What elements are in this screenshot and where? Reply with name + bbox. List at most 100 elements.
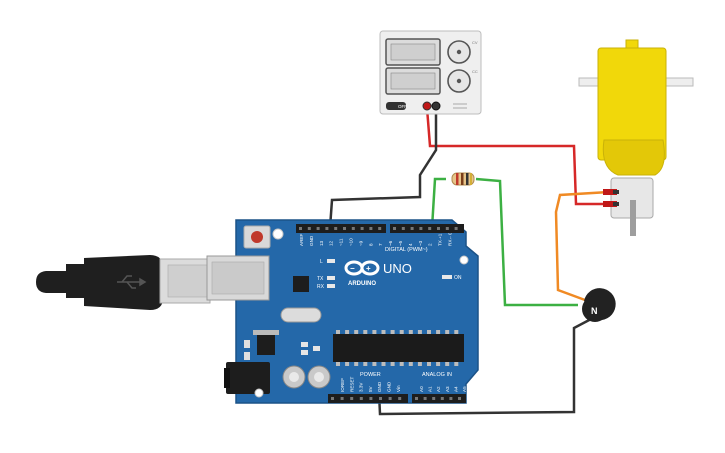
header-pin[interactable] (419, 227, 423, 230)
mcu-pin (399, 330, 404, 334)
power-supply[interactable]: CV CC OFF (379, 30, 482, 115)
resistor[interactable] (451, 172, 475, 186)
header-pin[interactable] (428, 227, 432, 230)
header-pin[interactable] (401, 227, 405, 230)
board-dc-jack (226, 362, 270, 394)
mcu-pin (399, 362, 404, 366)
header-pin[interactable] (325, 227, 329, 230)
header-pin[interactable] (445, 227, 449, 230)
header-pin[interactable] (415, 397, 418, 400)
wire-orange-motor-to-collector[interactable] (554, 190, 610, 302)
header-pin[interactable] (458, 397, 461, 400)
psu-positive-terminal[interactable] (422, 101, 432, 111)
header-pin[interactable] (410, 227, 414, 230)
pin-label: 2 (428, 243, 433, 246)
usb-chip (293, 276, 309, 292)
led-l (327, 259, 335, 263)
header-pin[interactable] (351, 227, 355, 230)
analog-header-label: ANALOG IN (422, 372, 452, 378)
header-pin[interactable] (299, 227, 302, 230)
crystal (280, 307, 322, 323)
power-header-label: POWER (360, 372, 381, 378)
voltage-regulator (257, 333, 275, 355)
mcu-pin (336, 362, 340, 366)
header-pin[interactable] (454, 227, 458, 230)
motor-terminal-a[interactable] (603, 189, 617, 195)
mcu-pin (354, 330, 359, 334)
led-tx (327, 276, 335, 280)
digital-header-left (296, 224, 386, 233)
header-pin[interactable] (340, 397, 344, 400)
mcu-pin (408, 330, 413, 334)
mcu-pin (417, 330, 422, 334)
header-pin[interactable] (369, 227, 373, 230)
pin-label: ~5 (398, 240, 403, 246)
header-pin[interactable] (432, 397, 436, 400)
wire-black-emitter-to-gnd[interactable] (377, 316, 594, 416)
pin-label: Vin (396, 385, 401, 392)
led-label-tx: TX (317, 276, 324, 282)
mcu-pin (436, 330, 441, 334)
digital-header-right (390, 224, 464, 233)
mcu-pin (417, 362, 422, 366)
npn-transistor[interactable]: N (582, 288, 616, 322)
header-pin[interactable] (359, 397, 363, 400)
mcu-pins-bottom (336, 362, 459, 366)
mcu-pins-top (336, 330, 459, 334)
header-pin[interactable] (350, 397, 354, 400)
header-pin[interactable] (379, 397, 382, 400)
header-pin[interactable] (316, 227, 320, 230)
pin-label: RESET (349, 376, 354, 392)
psu-negative-terminal[interactable] (431, 101, 441, 111)
mcu-pin (345, 362, 350, 366)
header-pin[interactable] (398, 397, 402, 400)
wire-green-resistor-to-base[interactable] (475, 177, 578, 307)
header-pin[interactable] (388, 397, 392, 400)
wire-black-psu-to-gnd[interactable] (328, 108, 438, 229)
mcu-pin (408, 362, 413, 366)
pin-label: GND (377, 381, 382, 392)
pin-label: A3 (445, 386, 450, 392)
motor-terminal-b[interactable] (603, 201, 617, 207)
header-pin[interactable] (331, 397, 334, 400)
mcu-pin (427, 362, 431, 366)
header-pin[interactable] (360, 227, 364, 230)
header-pin[interactable] (393, 227, 396, 230)
psu-off-button[interactable] (386, 102, 406, 110)
header-pin[interactable] (437, 227, 440, 230)
header-pin[interactable] (449, 397, 453, 400)
digital-header-label: DIGITAL (PWM~) (385, 247, 428, 253)
dc-motor[interactable] (578, 39, 694, 236)
pin-label: 12 (329, 240, 334, 246)
wire-red-psu-to-motor[interactable] (425, 107, 610, 206)
mcu-pin (454, 362, 459, 366)
microcontroller-chip (333, 334, 464, 362)
mount-hole (459, 255, 469, 265)
pin-label: 4 (408, 243, 413, 246)
pin-label: RX←0 (448, 232, 453, 246)
pin-label: 13 (319, 240, 324, 246)
header-pin[interactable] (343, 227, 346, 230)
logo-plus: + (366, 264, 371, 273)
header-pin[interactable] (423, 397, 427, 400)
pin-label: A5 (462, 386, 467, 392)
mcu-pin (427, 330, 431, 334)
pin-label: AREF (299, 234, 304, 246)
header-pin[interactable] (440, 397, 444, 400)
header-pin[interactable] (334, 227, 338, 230)
wire-green-d3-to-resistor[interactable] (430, 177, 446, 229)
arduino-uno-board[interactable]: L TX RX ON − + UNO ARDUINO DIGITAL (PWM~… (206, 219, 479, 404)
header-pin[interactable] (378, 227, 382, 230)
header-pins (299, 227, 461, 400)
header-pin[interactable] (369, 397, 373, 400)
mcu-pin (436, 362, 441, 366)
pin-label: 5V (368, 385, 373, 392)
logo-minus: − (350, 264, 355, 273)
arduino-logo-icon (344, 260, 380, 276)
usb-cable[interactable] (36, 255, 211, 310)
header-pin[interactable] (307, 227, 311, 230)
mcu-pin (372, 362, 377, 366)
